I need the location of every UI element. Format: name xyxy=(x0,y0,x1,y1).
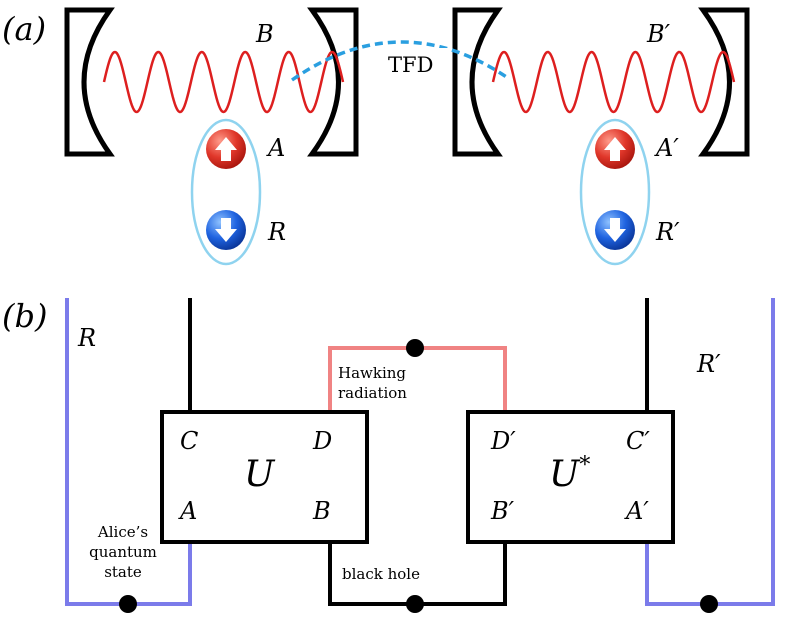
right-spin-pair-ring xyxy=(579,118,651,266)
left-mode-label: B xyxy=(255,20,274,48)
left-cavity-right-mirror xyxy=(307,7,359,157)
panel-a-label: (a) xyxy=(2,10,46,48)
alice-label-line3: state xyxy=(104,563,142,581)
left-box-top-left-label: C xyxy=(180,427,198,455)
left-box-top-right-label: D xyxy=(312,427,332,455)
right-box-top-right-label: C′ xyxy=(626,427,650,455)
right-cavity-wave xyxy=(491,50,736,114)
right-reference-dot xyxy=(700,595,718,613)
alice-label-line2: quantum xyxy=(89,543,157,561)
right-spin-down-icon xyxy=(595,210,635,250)
alice-state-dot xyxy=(119,595,137,613)
right-spin-up-icon xyxy=(595,129,635,169)
left-box-bottom-left-label: A xyxy=(178,497,197,525)
panel-a: (a) TFD B B′ A R xyxy=(2,7,750,266)
right-cavity-left-mirror xyxy=(452,7,503,157)
unitary-box-left xyxy=(160,410,369,544)
panel-b: (b) R R′ C D U A B D′ C′ U* B′ A′ xyxy=(2,297,775,613)
left-cavity-wave xyxy=(102,50,345,114)
left-spin-down-icon xyxy=(206,210,246,250)
right-box-top-left-label: D′ xyxy=(490,427,516,455)
right-box-gate-symbol: U xyxy=(549,454,581,495)
left-box-gate-label: U xyxy=(244,454,276,495)
tfd-connection xyxy=(291,40,509,82)
panel-b-label: (b) xyxy=(2,297,47,335)
right-box-bottom-right-label: A′ xyxy=(624,497,649,525)
hawking-label-line2: radiation xyxy=(338,384,407,402)
hawking-radiation-dot xyxy=(406,339,424,357)
alice-label-line1: Alice’s xyxy=(97,523,148,541)
right-cavity-right-mirror xyxy=(698,7,750,157)
right-reference-label: R′ xyxy=(696,350,721,378)
left-spin-down-label: R xyxy=(267,218,286,246)
left-cavity-left-mirror xyxy=(64,7,115,157)
hawking-label-line1: Hawking xyxy=(338,364,406,382)
right-box-gate-superscript: * xyxy=(579,453,590,478)
right-mode-label: B′ xyxy=(646,20,671,48)
black-hole-dot xyxy=(406,595,424,613)
right-box-gate-label: U* xyxy=(549,453,590,495)
left-reference-label: R xyxy=(77,324,96,352)
unitary-box-right xyxy=(466,410,675,544)
black-hole-label: black hole xyxy=(342,565,420,583)
left-spin-up-label: A xyxy=(266,134,285,162)
tfd-label: TFD xyxy=(388,53,433,77)
left-spin-pair-ring xyxy=(190,118,262,266)
left-box-bottom-right-label: B xyxy=(312,497,331,525)
right-box-bottom-left-label: B′ xyxy=(490,497,515,525)
left-spin-up-icon xyxy=(206,129,246,169)
right-spin-up-label: A′ xyxy=(654,134,679,162)
right-spin-down-label: R′ xyxy=(655,218,680,246)
